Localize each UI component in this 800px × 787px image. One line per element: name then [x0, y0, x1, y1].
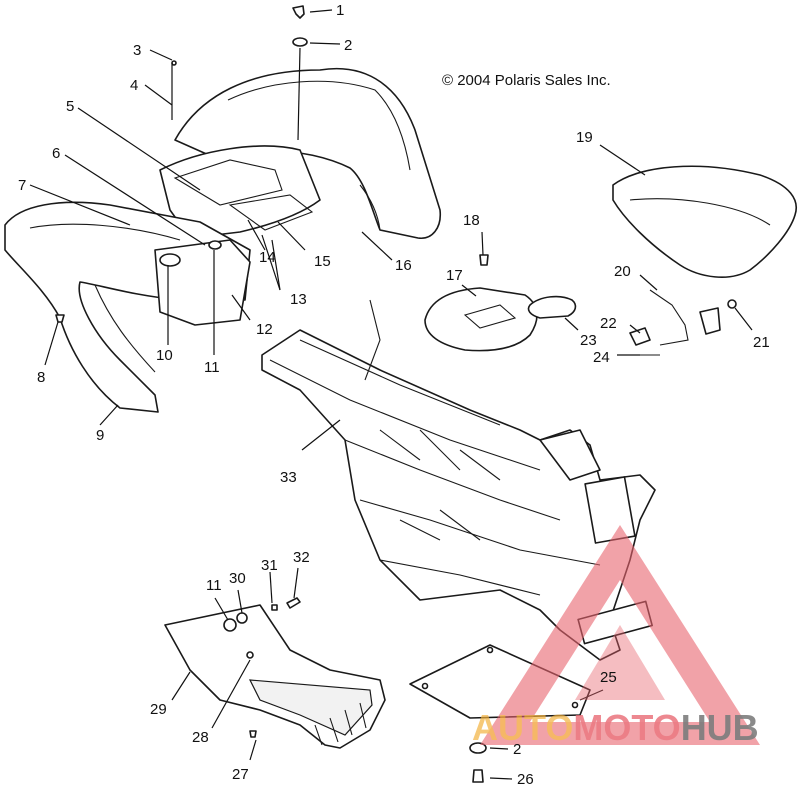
watermark-middle: MOTO: [573, 707, 680, 748]
callout-33: 33: [280, 469, 297, 486]
callout-17: 17: [446, 267, 463, 284]
leader-lines: [29, 9, 753, 780]
callout-1: 1: [336, 2, 344, 19]
callout-10: 10: [156, 347, 173, 364]
seat: [612, 165, 797, 278]
callout-2b: 2: [513, 741, 521, 758]
callout-30: 30: [229, 570, 246, 587]
callout-11b: 11: [206, 577, 222, 594]
callout-11: 11: [204, 359, 220, 376]
callout-labels: 1 2 3 4 5 6 7 8 9 10 11 12 13 14 15 16 1…: [18, 2, 770, 787]
callout-21: 21: [753, 334, 770, 351]
callout-29: 29: [150, 701, 167, 718]
callout-2: 2: [344, 37, 352, 54]
callout-32: 32: [293, 549, 310, 566]
callout-26: 26: [517, 771, 534, 787]
main-frame: [261, 299, 656, 661]
copyright-text: © 2004 Polaris Sales Inc.: [442, 72, 611, 89]
callout-28: 28: [192, 729, 209, 746]
fasteners: [55, 5, 489, 783]
svg-text:AUTOMOTOHUB: AUTOMOTOHUB: [472, 707, 759, 748]
callout-22: 22: [600, 315, 617, 332]
rear-fender: [159, 67, 442, 239]
callout-4: 4: [130, 77, 138, 94]
callout-13: 13: [290, 291, 307, 308]
skid-plate: [409, 644, 591, 719]
callout-15: 15: [314, 253, 331, 270]
callout-6: 6: [52, 145, 60, 162]
callout-14: 14: [259, 249, 276, 266]
callout-8: 8: [37, 369, 45, 386]
watermark-suffix: HUB: [681, 707, 759, 748]
callout-16: 16: [395, 257, 412, 274]
automotohub-watermark: AUTOMOTOHUB: [472, 525, 760, 748]
tank-cover: [424, 287, 577, 352]
callout-31: 31: [261, 557, 278, 574]
watermark-prefix: AUTO: [472, 707, 573, 748]
callout-3: 3: [133, 42, 141, 59]
footwell: [164, 604, 386, 749]
callout-5: 5: [66, 98, 74, 115]
callout-27: 27: [232, 766, 249, 783]
callout-7: 7: [18, 177, 26, 194]
callout-12: 12: [256, 321, 273, 338]
side-panel: [154, 239, 251, 326]
callout-23: 23: [580, 332, 597, 349]
callout-18: 18: [463, 212, 480, 229]
callout-24: 24: [593, 349, 610, 366]
callout-19: 19: [576, 129, 593, 146]
seat-latch: [629, 289, 737, 356]
callout-25: 25: [600, 669, 617, 686]
callout-20: 20: [614, 263, 631, 280]
callout-9: 9: [96, 427, 104, 444]
